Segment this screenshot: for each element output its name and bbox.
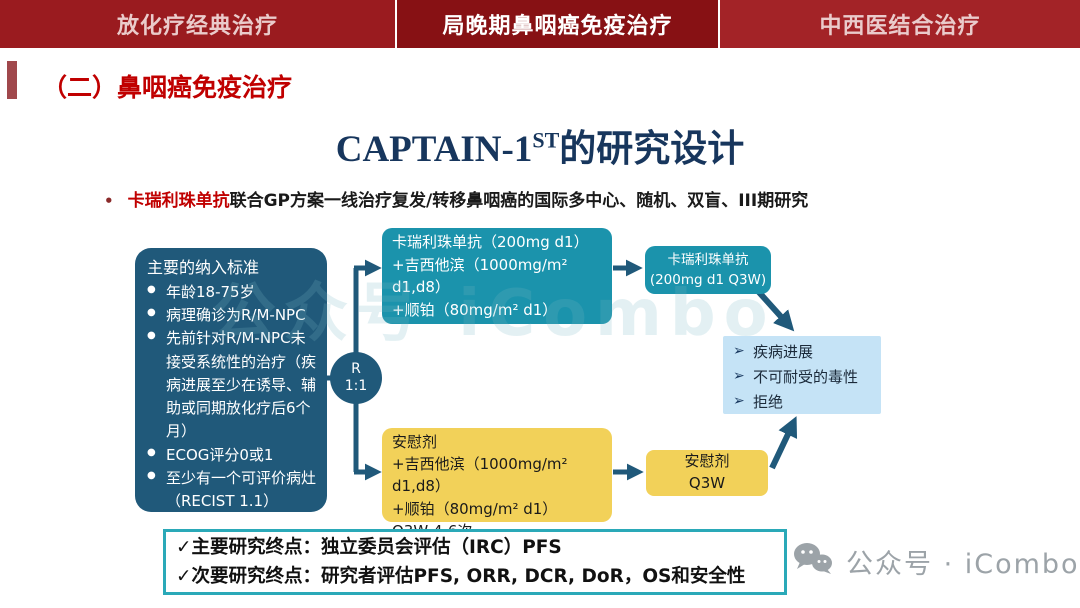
off-treatment-item: 疾病进展 xyxy=(731,340,875,365)
off-treatment-item: 不可耐受的毒性 xyxy=(731,365,875,390)
inclusion-title: 主要的纳入标准 xyxy=(147,258,260,277)
inclusion-item: 先前针对R/M-NPC未接受系统性的治疗（疾病进展至少在诱导、辅助或同期放化疗后… xyxy=(147,327,319,443)
arm2-line: 安慰剂 xyxy=(392,433,438,451)
arm1-line: +顺铂（80mg/m² d1） xyxy=(392,300,558,319)
secondary-endpoint: ✓次要研究终点：研究者评估PFS, ORR, DCR, DoR，OS和安全性 xyxy=(176,566,746,587)
arm1-line: Q3W 4-6次 xyxy=(392,323,473,341)
inclusion-item: 病理确诊为R/M-NPC xyxy=(147,304,319,327)
tab-integrated-medicine[interactable]: 中西医结合治疗 xyxy=(720,0,1080,48)
wechat-icon xyxy=(792,541,834,581)
arm1-maint-dose: (200mg d1 Q3W) xyxy=(649,272,767,288)
inclusion-list: 年龄18-75岁 病理确诊为R/M-NPC 先前针对R/M-NPC未接受系统性的… xyxy=(147,281,319,514)
brand-text: 公众号 · iCombo xyxy=(846,548,1080,580)
off-treatment-list: 疾病进展 不可耐受的毒性 拒绝 xyxy=(731,340,875,414)
section-heading: （二）鼻咽癌免疫治疗 xyxy=(42,73,293,102)
randomization-ratio: 1:1 xyxy=(344,378,368,394)
arm2-line: +吉西他滨（1000mg/m² d1,d8） xyxy=(392,455,568,496)
arm2-maint-drug: 安慰剂 xyxy=(684,452,730,471)
subtitle-rest: 联合GP方案一线治疗复发/转移鼻咽癌的国际多中心、随机、双盲、III期研究 xyxy=(229,191,809,211)
inclusion-item: 至少有一个可评价病灶（RECIST 1.1） xyxy=(147,467,319,514)
off-treatment-box: 疾病进展 不可耐受的毒性 拒绝 xyxy=(723,336,881,414)
subtitle: • 卡瑞利珠单抗联合GP方案一线治疗复发/转移鼻咽癌的国际多中心、随机、双盲、II… xyxy=(104,186,1034,211)
title-chinese: 的研究设计 xyxy=(559,129,745,170)
header-tab-bar: 放化疗经典治疗 局晚期鼻咽癌免疫治疗 中西医结合治疗 xyxy=(0,0,1080,48)
arm2-maint-dose: Q3W xyxy=(688,474,726,492)
accent-bar xyxy=(7,61,17,99)
title-superscript: ST xyxy=(532,127,560,153)
bullet-dot-icon: • xyxy=(104,192,114,210)
arm2-maintenance-box: 安慰剂 Q3W xyxy=(646,450,768,496)
endpoints-box: ✓主要研究终点：独立委员会评估（IRC）PFS ✓次要研究终点：研究者评估PFS… xyxy=(163,529,787,595)
primary-endpoint: ✓主要研究终点：独立委员会评估（IRC）PFS xyxy=(176,537,562,558)
tab-classic-chemoradiotherapy[interactable]: 放化疗经典治疗 xyxy=(0,0,395,48)
title-latin: CAPTAIN-1 xyxy=(335,129,533,170)
arm1-maintenance-box: 卡瑞利珠单抗 (200mg d1 Q3W) xyxy=(645,246,771,294)
subtitle-drug-name: 卡瑞利珠单抗 xyxy=(127,191,230,211)
arm2-line: +顺铂（80mg/m² d1） xyxy=(392,499,558,518)
tab-immunotherapy-active[interactable]: 局晚期鼻咽癌免疫治疗 xyxy=(395,0,720,48)
arm1-line: +吉西他滨（1000mg/m² d1,d8） xyxy=(392,255,568,297)
arm1-camrelizumab-gp-box: 卡瑞利珠单抗（200mg d1） +吉西他滨（1000mg/m² d1,d8） … xyxy=(382,228,612,341)
inclusion-item: ECOG评分0或1 xyxy=(147,444,319,467)
off-treatment-item: 拒绝 xyxy=(731,390,875,415)
randomization-node: R 1:1 xyxy=(330,352,382,404)
arm1-line: 卡瑞利珠单抗（200mg d1） xyxy=(392,233,589,251)
arm2-placebo-gp-box: 安慰剂 +吉西他滨（1000mg/m² d1,d8） +顺铂（80mg/m² d… xyxy=(382,428,612,540)
page-title: CAPTAIN-1ST的研究设计 xyxy=(0,118,1080,172)
arm1-maint-drug: 卡瑞利珠单抗 xyxy=(667,251,749,268)
inclusion-criteria-box: 主要的纳入标准 年龄18-75岁 病理确诊为R/M-NPC 先前针对R/M-NP… xyxy=(135,248,327,512)
randomization-letter: R xyxy=(351,360,361,377)
inclusion-item: 年龄18-75岁 xyxy=(147,281,319,304)
footer-brand: 公众号 · iCombo xyxy=(792,541,1080,581)
